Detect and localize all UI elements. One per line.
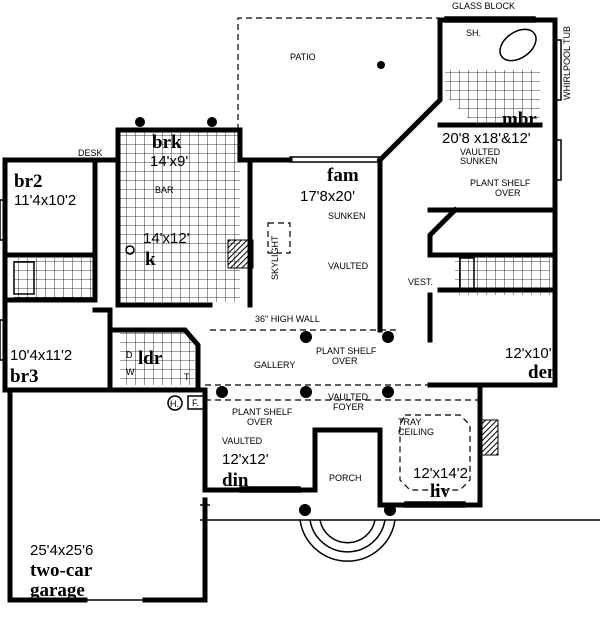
kitchen-name: k [145,249,156,270]
patio-label: PATIO [290,52,316,62]
br3-size: 10'4x11'2 [10,347,72,364]
skylight-label: SKYLIGHT [270,235,280,280]
fam-name: fam [327,165,359,186]
din-note: VAULTED [222,436,263,446]
laundry-tile [120,330,195,385]
liv-size: 12'x14'2 [413,465,468,482]
mbr-note-sunken: SUNKEN [460,156,498,166]
vest-label: VEST. [408,277,433,287]
tub-label: T [184,372,190,382]
dryer-label: D [126,350,133,360]
den-name: den [528,362,558,383]
shower-label: SH. [466,28,481,38]
brk-name: brk [152,132,182,153]
garage-label-l1: two-car [30,560,93,581]
foyer-l2: FOYER [333,402,365,412]
ldr-name: ldr [138,348,163,369]
whirlpool-tub-label: WHIRLPOOL TUB [562,26,572,100]
kitchen-size: 14'x12' [143,230,190,247]
master-bath-tile [445,70,540,125]
walls [2,17,558,603]
plant-shelf-gallery-l1: PLANT SHELF [316,346,377,356]
mbr-size: 20'8 x18'&12' [442,130,531,147]
patio [237,17,440,160]
plant-shelf-din-l1: PLANT SHELF [232,407,293,417]
water-heater-icon [167,395,183,411]
bath-tile-floor [14,258,94,298]
bar-label: BAR [155,185,174,195]
plant-shelf-mbr-l2: OVER [495,188,521,198]
glass-block-label: GLASS BLOCK [452,1,515,11]
windows [0,16,562,508]
mbr-note-vaulted: VAULTED [460,147,501,157]
fam-note-vaulted: VAULTED [328,261,369,271]
fireplace-icon [477,419,499,456]
foyer-l1: VAULTED [328,392,369,402]
plant-shelf-din-l2: OVER [247,417,273,427]
bathtub-icon [459,257,475,291]
washer-label: W [126,367,135,377]
liv-name: liv [430,481,451,502]
high-wall-label: 36" HIGH WALL [255,314,320,324]
bathtub-icon [13,261,35,295]
plant-shelf-gallery-l2: OVER [332,356,358,366]
plant-shelf-mbr-l1: PLANT SHELF [470,178,531,188]
desk-label: DESK [78,148,103,158]
garage-label-l2: garage [30,580,85,601]
br3-name: br3 [10,366,39,387]
water-heater-label: H. [170,399,179,409]
walkway [200,504,600,521]
liv-note-ceiling: CEILING [398,427,434,437]
fam-size: 17'8x20' [300,188,355,205]
kitchen-tile-floor [120,132,240,302]
stove-icon [125,245,135,255]
garage-size: 25'4x25'6 [30,542,93,559]
plant-shelves [205,222,480,491]
din-size: 12'x12' [222,451,269,468]
mbr-name: mbr [502,109,537,130]
br2-size: 11'4x10'2 [14,192,76,209]
fireplace-icon [227,239,254,269]
whirlpool-tub-icon [499,28,537,62]
br2-name: br2 [14,171,43,192]
furnace-label: F. [192,398,199,408]
columns [135,117,396,516]
den-size: 12'x10' [505,345,552,362]
din-name: din [222,470,249,491]
porch-label: PORCH [329,473,362,483]
furnace-icon [187,395,206,410]
porch-steps [299,519,396,562]
liv-note-tray: TRAY [398,417,421,427]
fam-note-sunken: SUNKEN [328,211,366,221]
gallery-label: GALLERY [254,360,295,370]
brk-size: 14'x9' [150,153,188,170]
